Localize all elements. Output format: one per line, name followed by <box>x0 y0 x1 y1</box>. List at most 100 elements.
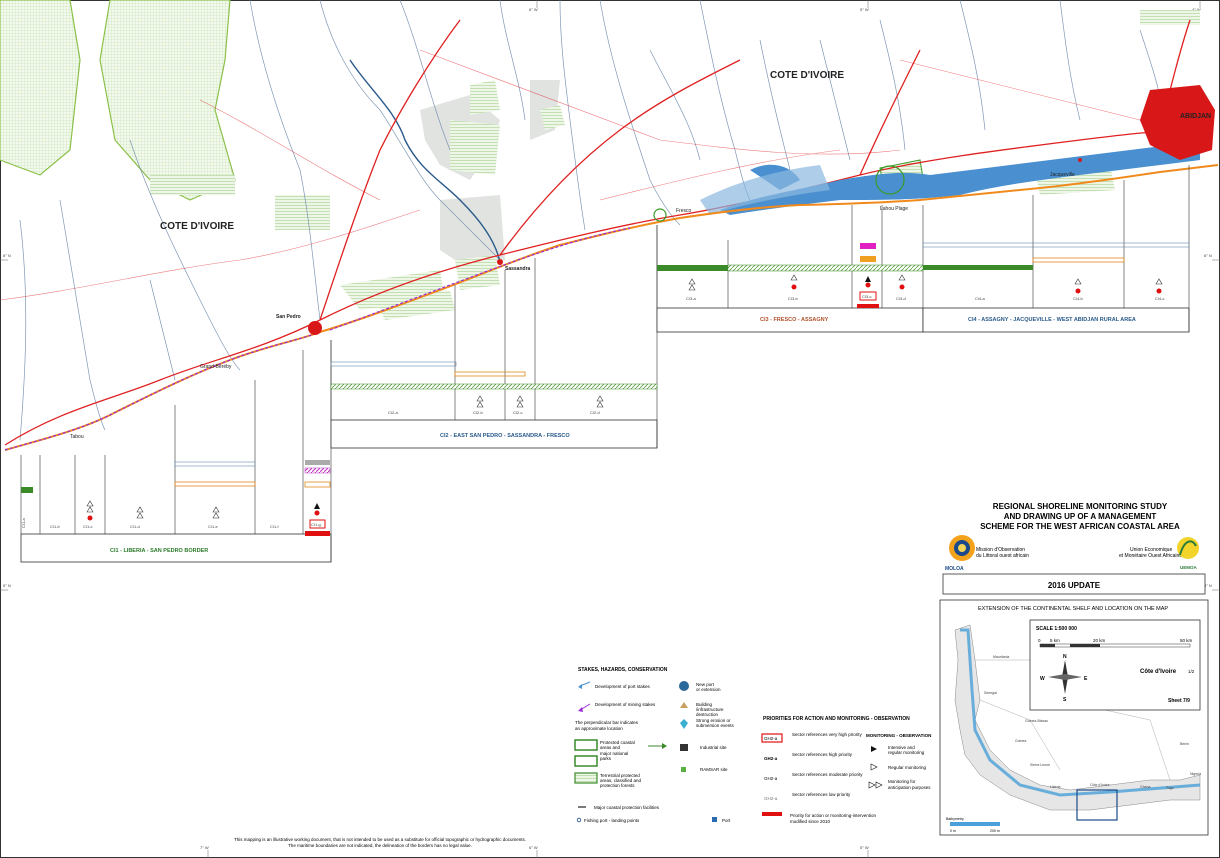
ci3-monitoring-icons <box>688 274 906 291</box>
compass-n: N <box>1063 654 1067 660</box>
legend-bar-note-1: The perpendicular bar indicates <box>575 720 639 725</box>
scale-tick-0: 0 <box>1038 638 1041 643</box>
title-line-3: SCHEME FOR THE WEST AFRICAN COASTAL AREA <box>980 522 1180 531</box>
scale-tick-2: 20 km <box>1093 638 1106 643</box>
inset-location-box <box>1076 789 1118 821</box>
legend-building-3: destruction <box>696 712 719 717</box>
place-san-pedro: San Pedro <box>276 314 301 320</box>
place-fresco: Fresco <box>676 208 692 214</box>
building-icon <box>680 702 688 708</box>
inset-country: Côte d'Ivoire <box>1140 669 1177 675</box>
main-roads <box>4 19 1201 446</box>
legend-ramsar: RAMSAR site <box>700 767 728 772</box>
sector-ci2-code-c: CI2-c <box>513 410 523 415</box>
bathy-bar <box>950 822 1000 826</box>
industrial-icon <box>680 744 688 751</box>
inset-region-12: Nigeria <box>1190 772 1201 776</box>
bathy-label: Bathymetry <box>946 817 964 821</box>
place-lahou: Lahou Plage <box>880 206 908 212</box>
inset-region-11: Benin <box>1180 742 1189 746</box>
legend-protected-2: areas and <box>600 745 621 750</box>
urban-areas <box>308 85 1215 335</box>
legend-coastal-protection: Major coastal protection facilities <box>594 805 660 810</box>
legend-terrestrial-1: Terrestrial protected <box>600 773 640 778</box>
moloa-text-2: du Littoral ouest africain <box>976 553 1029 559</box>
place-tabou: Tabou <box>70 434 84 440</box>
legend-terrestrial-3: protection forests <box>600 783 635 788</box>
title-line-2: AND DRAWING UP OF A MANAGEMENT <box>1004 512 1157 521</box>
legend-protected-1: Protected coastal <box>600 740 635 745</box>
moloa-abbr: MOLOA <box>945 566 964 572</box>
regular-icon <box>870 763 878 771</box>
scale-tick-3: 50 km <box>1180 638 1193 643</box>
sector-ci1-code-d: CI1-d <box>130 524 140 529</box>
bathy-tick-0: 0 m <box>950 829 956 833</box>
place-jacqueville: Jacqueville <box>1050 172 1075 178</box>
ci4-monitoring-icons <box>1074 278 1163 285</box>
sector-ci3-code-c: CI3-c <box>862 294 872 299</box>
inset-region-0: Mauritania <box>993 655 1009 659</box>
sector-ci4-code-b: CI4-b <box>1073 296 1084 301</box>
main-river <box>349 59 501 263</box>
erosion-icon <box>680 719 688 729</box>
legend-protected-3: major national <box>600 751 628 756</box>
legend-erosion-1: Strong erosion or <box>696 718 731 723</box>
inset-region-4: Guinea-Bissau <box>1025 719 1048 723</box>
legend-p-very-high: Sector references very high priority <box>792 732 863 737</box>
sector-ci4-title: CI4 - ASSAGNY - JACQUEVILLE - WEST ABIDJ… <box>968 317 1136 323</box>
inset-country-suffix: 1/2 <box>1188 669 1195 674</box>
port-icon <box>712 817 717 822</box>
sector-ci1-code-g: CI1-g <box>311 522 321 527</box>
sector-ci2-code-d: CI2-d <box>590 410 600 415</box>
grat-top-5w: 5° W <box>860 7 869 12</box>
legend-protected-4: parks <box>600 756 612 761</box>
sector-ci2-code-a: CI2-a <box>388 410 399 415</box>
place-grand-bereby: Grand-Béréby <box>200 364 232 370</box>
legend-priorities-title: PRIORITIES FOR ACTION AND MONITORING - O… <box>763 716 910 722</box>
sector-ci1-code-f: CI1-f <box>270 524 280 529</box>
inset-region-1: Senegal <box>984 691 997 695</box>
legend-m-anticipation-1: Monitoring for <box>888 779 916 784</box>
legend-p-modified-1: Priority for action or monitoring-interv… <box>790 813 877 818</box>
sector-ci1-code-e: CI1-e <box>208 524 219 529</box>
legend-m-intensive-2: regular monitoring <box>888 750 925 755</box>
legend-building-1: Building <box>696 702 713 707</box>
place-sassandra: Sassandra <box>505 266 531 272</box>
grat-top-4w: 4° W <box>1192 7 1201 12</box>
inset-title: EXTENSION OF THE CONTINENTAL SHELF AND L… <box>978 606 1168 612</box>
update-label: 2016 UPDATE <box>1048 581 1101 590</box>
legend-new-port-1: New port <box>696 682 715 687</box>
legend-p-modified-2: modified since 2010 <box>790 819 831 824</box>
legend-m-intensive-1: Intensive and <box>888 745 915 750</box>
legend-monitoring-title: MONITORING - OBSERVATION <box>866 733 931 738</box>
sector-ci2-title: CI2 - EAST SAN PEDRO - SASSANDRA - FRESC… <box>440 433 570 439</box>
lagoon-shallow <box>700 165 830 215</box>
sector-ci2-code-b: CI2-b <box>473 410 484 415</box>
legend-m-regular: Regular monitoring <box>888 765 927 770</box>
sector-ci1-panel: CI1 - LIBERIA - SAN PEDRO BORDER CI1-a C… <box>20 340 332 563</box>
compass-rose: N S E W <box>1040 654 1088 703</box>
legend-stakes-title: STAKES, HAZARDS, CONSERVATION <box>578 667 668 673</box>
mining-stakes-icon <box>578 703 591 712</box>
sector-ci4-code-a: CI4-a <box>975 296 986 301</box>
compass-s: S <box>1063 697 1067 703</box>
legend-port: Port <box>722 818 731 823</box>
bathy-tick-1: 200 m <box>990 829 1000 833</box>
inset-sheet: Sheet 7/9 <box>1168 698 1190 704</box>
legend-terrestrial-2: areas, classified and <box>600 778 642 783</box>
inset-region-7: Liberia <box>1050 785 1061 789</box>
grat-bottom-6w: 6° W <box>529 845 538 850</box>
inset-region-6: Sierra Leone <box>1030 763 1050 767</box>
legend-industrial: Industrial site <box>700 745 727 750</box>
inset-region-9: Ghana <box>1140 785 1151 789</box>
legend-p-very-high-code: GH2-a <box>764 736 778 741</box>
intensive-icon <box>871 746 877 752</box>
inset-region-10: Togo <box>1166 786 1174 790</box>
scale-label: SCALE 1:500 000 <box>1036 626 1077 632</box>
legend-p-moderate: Sector references moderate priority <box>792 772 863 777</box>
country-label-east: COTE D'IVOIRE <box>770 70 844 81</box>
legend-bar-note-2: an approximate location <box>575 726 623 731</box>
moloa-text-1: Mission d'Observation <box>976 547 1025 553</box>
sector-ci4-code-c: CI4-c <box>1155 296 1165 301</box>
grat-bottom-7w: 7° W <box>200 845 209 850</box>
